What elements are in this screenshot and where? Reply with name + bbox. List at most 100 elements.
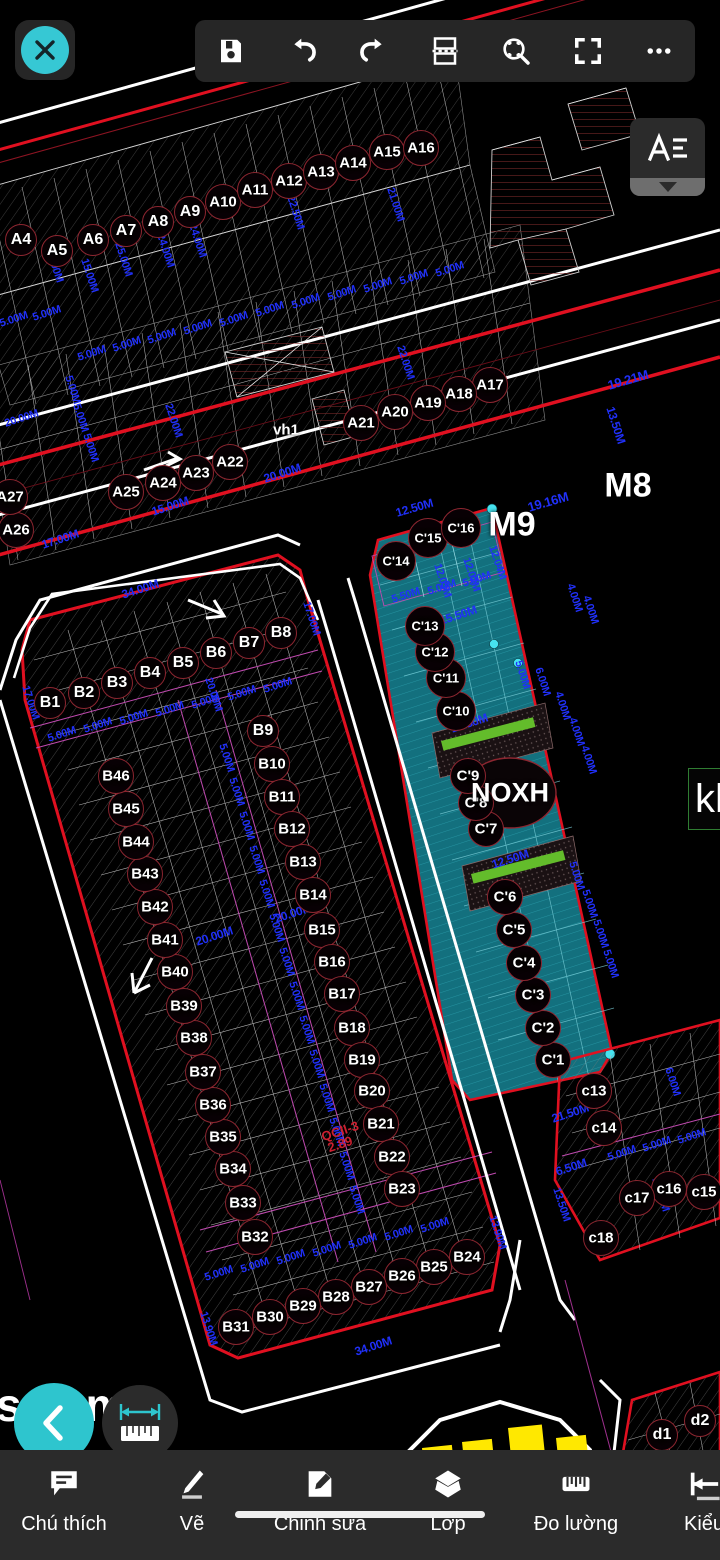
lot-label[interactable]: B30	[256, 1308, 284, 1326]
lot-label[interactable]: c17	[624, 1189, 650, 1207]
lot-label[interactable]: B9	[252, 722, 274, 739]
lot-label[interactable]: C'4	[512, 954, 536, 972]
lot-label[interactable]: B1	[39, 694, 61, 711]
save-button[interactable]	[203, 23, 259, 79]
lot-label[interactable]: B34	[219, 1160, 247, 1178]
lot-label[interactable]: c13	[581, 1082, 607, 1100]
fullscreen-button[interactable]	[560, 23, 616, 79]
lot-label[interactable]: d2	[690, 1412, 710, 1429]
lot-label[interactable]: B12	[278, 820, 306, 838]
lot-label[interactable]: B7	[238, 634, 260, 651]
lot-label[interactable]: B43	[131, 865, 159, 883]
lot-label[interactable]: B46	[102, 767, 130, 785]
nav-item-annotation[interactable]: Chú thích	[0, 1464, 128, 1536]
lot-label[interactable]: B3	[106, 674, 128, 691]
close-button[interactable]	[15, 20, 75, 80]
lot-label[interactable]: A25	[112, 483, 140, 501]
lot-label[interactable]: B28	[322, 1288, 350, 1306]
zoom-area-button[interactable]	[488, 23, 544, 79]
lot-label[interactable]: A12	[275, 172, 303, 190]
lot-label[interactable]: B40	[161, 963, 189, 981]
lot-label[interactable]: B25	[420, 1258, 448, 1276]
redo-button[interactable]	[346, 23, 402, 79]
nav-item-edit[interactable]: Chỉnh sửa	[256, 1464, 384, 1536]
map-text-noxh[interactable]: NOXH	[470, 777, 550, 808]
lot-label[interactable]: A6	[82, 231, 104, 248]
lot-label[interactable]: B45	[112, 800, 140, 818]
lot-label[interactable]: A7	[115, 222, 137, 239]
lot-label[interactable]: B14	[299, 886, 327, 904]
lot-label[interactable]: B44	[122, 833, 150, 851]
lot-label[interactable]: A27	[0, 488, 24, 506]
lot-label[interactable]: B8	[270, 624, 292, 641]
lot-label[interactable]: C'9	[456, 767, 480, 785]
lot-label[interactable]: C'11	[432, 670, 460, 686]
lot-label[interactable]: A15	[373, 143, 401, 161]
lot-label[interactable]: A5	[46, 242, 68, 259]
lot-label[interactable]: A11	[241, 181, 269, 199]
lot-label[interactable]: A13	[307, 163, 335, 181]
lot-label[interactable]: B35	[209, 1128, 237, 1146]
lot-label[interactable]: A18	[445, 385, 473, 403]
lot-label[interactable]: C'1	[541, 1051, 565, 1069]
lot-label[interactable]: A26	[2, 521, 30, 539]
lot-label[interactable]: A21	[347, 414, 375, 432]
lot-label[interactable]: c14	[591, 1119, 617, 1137]
lot-label[interactable]: B26	[388, 1267, 416, 1285]
lot-label[interactable]: c15	[691, 1183, 717, 1201]
lot-label[interactable]: A20	[381, 403, 409, 421]
lot-label[interactable]: B37	[189, 1063, 217, 1081]
lot-label[interactable]: c16	[656, 1180, 682, 1198]
lot-label[interactable]: B32	[241, 1228, 269, 1246]
lot-label[interactable]: c18	[588, 1229, 614, 1247]
nav-item-draw[interactable]: Vẽ	[128, 1464, 256, 1536]
lot-label[interactable]: C'3	[521, 986, 545, 1004]
lot-label[interactable]: B5	[172, 654, 194, 671]
page-split-button[interactable]	[417, 23, 473, 79]
lot-label[interactable]: B16	[318, 953, 346, 971]
lot-label[interactable]: A23	[182, 464, 210, 482]
lot-label[interactable]: B42	[141, 898, 169, 916]
lot-label[interactable]: B23	[388, 1180, 416, 1198]
lot-label[interactable]: d1	[652, 1426, 672, 1443]
nav-item-layers[interactable]: Lớp	[384, 1464, 512, 1536]
lot-label[interactable]: C'2	[531, 1019, 555, 1037]
lot-label[interactable]: A16	[407, 139, 435, 157]
lot-label[interactable]: B6	[205, 644, 227, 661]
lot-label[interactable]: B20	[358, 1082, 386, 1100]
lot-label[interactable]: A19	[414, 394, 442, 412]
lot-label[interactable]: B36	[199, 1096, 227, 1114]
nav-item-measure[interactable]: Đo lường	[512, 1464, 640, 1536]
lot-label[interactable]: B29	[289, 1297, 317, 1315]
lot-label[interactable]: B2	[73, 684, 95, 701]
selected-text-annotation[interactable]: kh	[688, 768, 720, 830]
lot-label[interactable]: B31	[222, 1318, 250, 1336]
map-text-m8[interactable]: M8	[604, 466, 652, 505]
lot-label[interactable]: B19	[348, 1051, 376, 1069]
lot-label[interactable]: B39	[170, 997, 198, 1015]
lot-label[interactable]: B24	[453, 1248, 481, 1266]
lot-label[interactable]: B22	[378, 1148, 406, 1166]
lot-label[interactable]: C'6	[493, 888, 517, 906]
lot-label[interactable]: C'5	[502, 921, 526, 939]
lot-label[interactable]: A8	[147, 213, 169, 230]
lot-label[interactable]: C'10	[442, 703, 470, 719]
lot-label[interactable]: C'12	[421, 644, 449, 660]
lot-label[interactable]: B15	[308, 921, 336, 939]
lot-label[interactable]: C'13	[411, 618, 439, 634]
lot-label[interactable]: B4	[139, 664, 161, 681]
lot-label[interactable]: B27	[355, 1278, 383, 1296]
lot-label[interactable]: B38	[180, 1029, 208, 1047]
nav-item-style[interactable]: Kiểu	[640, 1464, 720, 1536]
lot-label[interactable]: C'8	[464, 794, 488, 812]
lot-label[interactable]: A9	[179, 203, 201, 220]
back-button[interactable]	[14, 1383, 94, 1463]
map-text-vh1[interactable]: vh1	[273, 421, 299, 439]
lot-label[interactable]: C'15	[414, 530, 442, 546]
map-text-m9[interactable]: M9	[488, 505, 536, 544]
lot-label[interactable]: C'14	[382, 553, 410, 569]
lot-label[interactable]: A17	[476, 376, 504, 394]
lot-label[interactable]: C'16	[447, 520, 475, 536]
lot-label[interactable]: B21	[367, 1115, 395, 1133]
